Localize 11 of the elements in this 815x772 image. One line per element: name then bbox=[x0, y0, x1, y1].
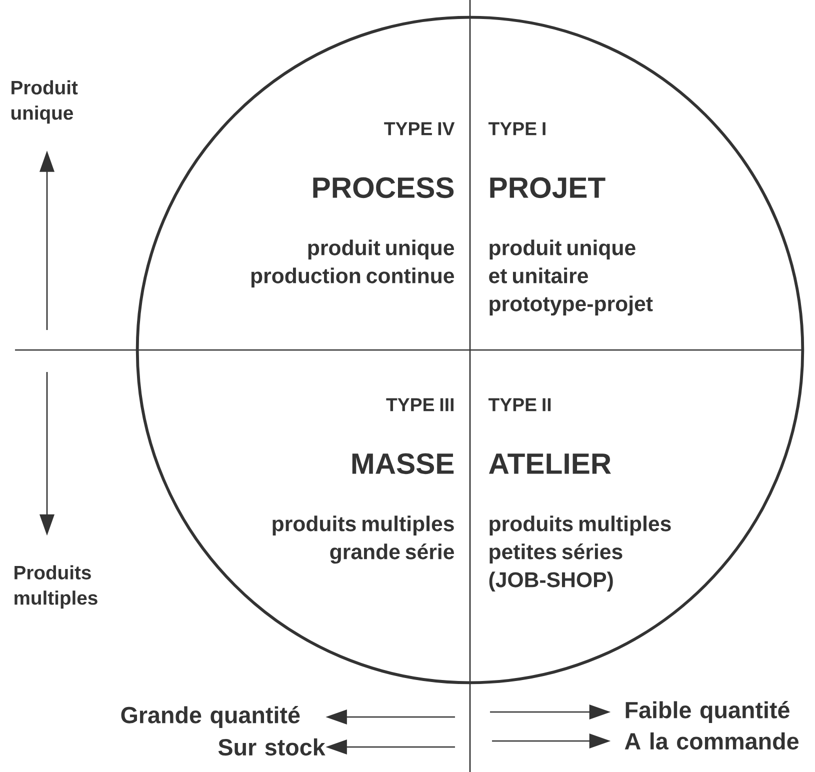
quadrant-text: TYPE II ATELIER produits multiples petites séries (JOB-SHOP) bbox=[488, 398, 671, 592]
axis-label: Faible quantité bbox=[626, 701, 790, 723]
axis-label: Sur stock bbox=[218, 738, 326, 756]
axis-label: Grande quantité bbox=[121, 706, 300, 728]
quadrant-text: TYPE I PROJET produit unique et unitaire prototype-projet bbox=[488, 122, 653, 316]
circle-outline bbox=[136, 16, 804, 684]
axis-label: Produit unique bbox=[11, 80, 78, 124]
quadrant-text: TYPE III MASSE produits multiples grande série bbox=[272, 398, 454, 564]
axis-label: A la commande bbox=[624, 732, 798, 750]
quadrant-text: TYPE IV PROCESS produit unique production continue bbox=[251, 122, 455, 288]
axis-label: Produits multiples bbox=[14, 565, 98, 609]
